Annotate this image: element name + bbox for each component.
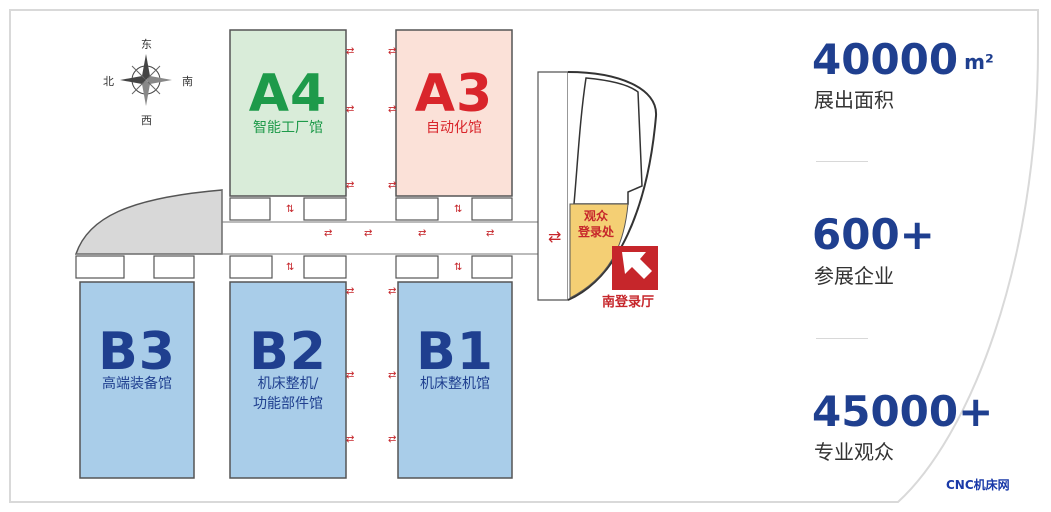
hall-b2-block bbox=[229, 281, 347, 479]
room bbox=[229, 197, 271, 221]
stat-divider bbox=[816, 338, 868, 339]
compass-north-label: 北 bbox=[103, 75, 114, 88]
hall-b2-name-line1: 机床整机/ bbox=[257, 376, 319, 392]
compass-east-label: 东 bbox=[141, 38, 152, 51]
svg-text:⇄: ⇄ bbox=[388, 104, 396, 115]
room bbox=[471, 197, 513, 221]
svg-text:⇄: ⇄ bbox=[388, 434, 396, 445]
room bbox=[153, 255, 195, 279]
svg-text:⇄: ⇄ bbox=[346, 104, 354, 115]
room bbox=[395, 197, 439, 221]
room bbox=[229, 255, 273, 279]
registration-line2: 登录处 bbox=[577, 225, 614, 239]
svg-text:⇄: ⇄ bbox=[418, 228, 426, 239]
floor-plan-map: ⇄ ⇄ ⇄ ⇄ ⇅ ⇅ ⇅ ⇅ ⇄ ⇄ ⇄ ⇄ ⇄ ⇄ ⇄ ⇄ ⇄ ⇄ ⇄ ⇄ ⇄ bbox=[9, 9, 1039, 503]
hall-b1-name: 机床整机馆 bbox=[420, 376, 490, 392]
svg-text:⇄: ⇄ bbox=[346, 46, 354, 57]
hall-b2-code: B2 bbox=[249, 322, 327, 382]
watermark: CNC机床网 bbox=[946, 478, 1010, 492]
entrance-arrow-icon bbox=[622, 252, 652, 279]
hall-a3-block bbox=[395, 29, 513, 197]
hall-b3-block bbox=[79, 281, 195, 479]
hall-b1-block bbox=[397, 281, 513, 479]
registration-line1: 观众 bbox=[583, 209, 608, 223]
svg-text:⇄: ⇄ bbox=[486, 228, 494, 239]
svg-text:⇅: ⇅ bbox=[286, 262, 294, 273]
hall-b3-name: 高端装备馆 bbox=[102, 376, 172, 392]
stat-area-unit: m² bbox=[964, 50, 994, 74]
svg-text:⇄: ⇄ bbox=[324, 228, 332, 239]
svg-text:⇄: ⇄ bbox=[388, 286, 396, 297]
room bbox=[303, 197, 347, 221]
stat-area-label: 展出面积 bbox=[814, 88, 894, 112]
room bbox=[75, 255, 125, 279]
hall-a3-code: A3 bbox=[414, 64, 494, 124]
stat-exhibitors-value: 600+ bbox=[812, 210, 935, 259]
svg-text:⇄: ⇄ bbox=[388, 46, 396, 57]
svg-text:⇅: ⇅ bbox=[286, 204, 294, 215]
svg-text:⇄: ⇄ bbox=[548, 227, 561, 246]
hall-a4-block bbox=[229, 29, 347, 197]
svg-text:⇅: ⇅ bbox=[454, 262, 462, 273]
svg-text:⇄: ⇄ bbox=[346, 180, 354, 191]
south-hall-label: 南登录厅 bbox=[602, 295, 655, 310]
arrow-markers: ⇄ ⇄ ⇄ ⇄ ⇅ ⇅ ⇅ ⇅ ⇄ ⇄ ⇄ ⇄ ⇄ ⇄ ⇄ ⇄ ⇄ ⇄ ⇄ ⇄ ⇄ bbox=[286, 46, 561, 445]
compass-south-label: 南 bbox=[182, 75, 193, 88]
stat-visitors-value: 45000+ bbox=[812, 387, 994, 436]
svg-text:⇄: ⇄ bbox=[346, 434, 354, 445]
east-building bbox=[537, 71, 569, 301]
stat-visitors-label: 专业观众 bbox=[814, 440, 894, 464]
stat-area-number: 40000 bbox=[812, 35, 959, 84]
registration-area bbox=[569, 203, 629, 299]
hall-b1-code: B1 bbox=[416, 322, 494, 382]
room bbox=[303, 255, 347, 279]
svg-text:⇄: ⇄ bbox=[346, 370, 354, 381]
hall-a4-name: 智能工厂馆 bbox=[253, 120, 323, 136]
hall-b2-name-line2: 功能部件馆 bbox=[253, 396, 323, 412]
east-inner-block bbox=[573, 77, 643, 205]
stat-divider bbox=[816, 161, 868, 162]
svg-text:⇄: ⇄ bbox=[388, 180, 396, 191]
floor-plan-card: ⇄ ⇄ ⇄ ⇄ ⇅ ⇅ ⇅ ⇅ ⇄ ⇄ ⇄ ⇄ ⇄ ⇄ ⇄ ⇄ ⇄ ⇄ ⇄ ⇄ ⇄ 东 北 南 西 A… bbox=[8, 8, 1042, 504]
svg-text:⇄: ⇄ bbox=[388, 370, 396, 381]
compass-west-label: 西 bbox=[141, 114, 152, 127]
room bbox=[471, 255, 513, 279]
hall-b3-code: B3 bbox=[98, 322, 176, 382]
hall-a4-code: A4 bbox=[248, 64, 328, 124]
compass-icon bbox=[120, 54, 172, 106]
svg-text:⇄: ⇄ bbox=[346, 286, 354, 297]
svg-text:⇄: ⇄ bbox=[364, 228, 372, 239]
stat-exhibitors-label: 参展企业 bbox=[814, 264, 894, 288]
hall-a3-name: 自动化馆 bbox=[426, 120, 482, 136]
room bbox=[395, 255, 439, 279]
svg-text:⇅: ⇅ bbox=[454, 204, 462, 215]
